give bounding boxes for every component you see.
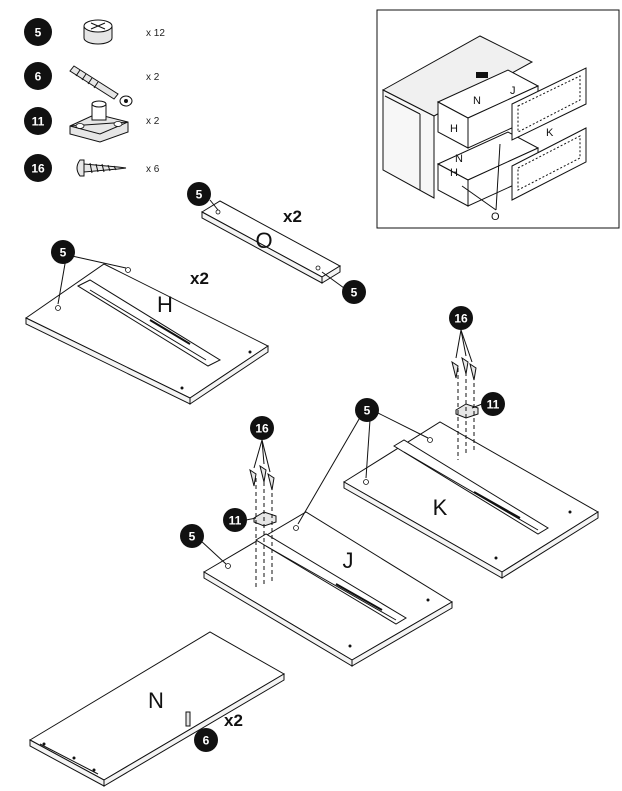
panel-o-letter: O [255, 228, 272, 253]
legend-row-bracket: 11 x 2 [24, 100, 160, 143]
overview-label-k: K [546, 127, 554, 139]
part-number-badge [24, 107, 52, 135]
bracket-11-k [455, 403, 479, 419]
panel-n-letter: N [148, 688, 164, 713]
panel-h-multiplier: x2 [190, 269, 209, 288]
part-number-badge [24, 18, 52, 46]
overview-label-n-bottom: N [455, 153, 463, 165]
legend-row-cam-bolt: 6 x 2 [24, 62, 160, 107]
overview-label-h-bottom: H [450, 167, 458, 179]
callout-11-k: 11 [487, 398, 500, 412]
overview-label-j: J [510, 85, 516, 97]
screw-icon [76, 159, 127, 177]
part-number: 6 [35, 70, 42, 84]
panel-h: H x2 [25, 255, 269, 405]
panel-n-multiplier: x2 [224, 711, 243, 730]
panel-o-multiplier: x2 [283, 207, 302, 226]
panel-k: K [343, 329, 599, 579]
part-quantity: x 6 [146, 164, 160, 175]
callout-5-o-left: 5 [196, 188, 203, 202]
callout-16-k: 16 [454, 312, 468, 326]
part-quantity: x 2 [146, 116, 160, 127]
overview-label-n-top: N [473, 95, 481, 107]
drawer-stop-bracket-icon [69, 100, 129, 143]
callout-5-o-right: 5 [351, 286, 358, 300]
part-quantity: x 2 [146, 72, 160, 83]
part-number-badge [24, 62, 52, 90]
cam-bolt-in-n [185, 711, 191, 727]
callout-5-kj: 5 [364, 404, 371, 418]
bracket-11-j [253, 511, 277, 527]
panel-j-letter: J [343, 548, 354, 573]
legend-row-cam-lock: 5 x 12 [24, 18, 165, 46]
overview-inset: N J H N H K O [376, 9, 620, 229]
part-number-badge [24, 154, 52, 182]
cam-bolt-icon [69, 65, 133, 107]
overview-label-o: O [491, 211, 500, 223]
callout-6-n: 6 [203, 734, 210, 748]
callout-16-j: 16 [255, 422, 269, 436]
part-number: 11 [32, 115, 45, 129]
callout-11-j: 11 [229, 514, 242, 528]
panel-o: O x2 [200, 199, 345, 289]
parts-legend: 5 x 12 6 [24, 18, 165, 182]
legend-row-screw: 16 x 6 [24, 154, 160, 182]
callout-5-h: 5 [60, 246, 67, 260]
callout-5-j: 5 [189, 530, 196, 544]
part-number: 5 [35, 26, 42, 40]
panel-n: N x2 [28, 631, 285, 787]
panel-j: J [203, 439, 453, 667]
callout-badges: 5 5 5 16 11 5 16 11 5 6 [51, 182, 505, 752]
cam-lock-icon [83, 19, 113, 45]
panel-k-letter: K [433, 495, 448, 520]
part-quantity: x 12 [146, 28, 165, 39]
part-number: 16 [31, 162, 45, 176]
overview-label-h-top: H [450, 123, 458, 135]
panel-h-letter: H [157, 292, 173, 317]
